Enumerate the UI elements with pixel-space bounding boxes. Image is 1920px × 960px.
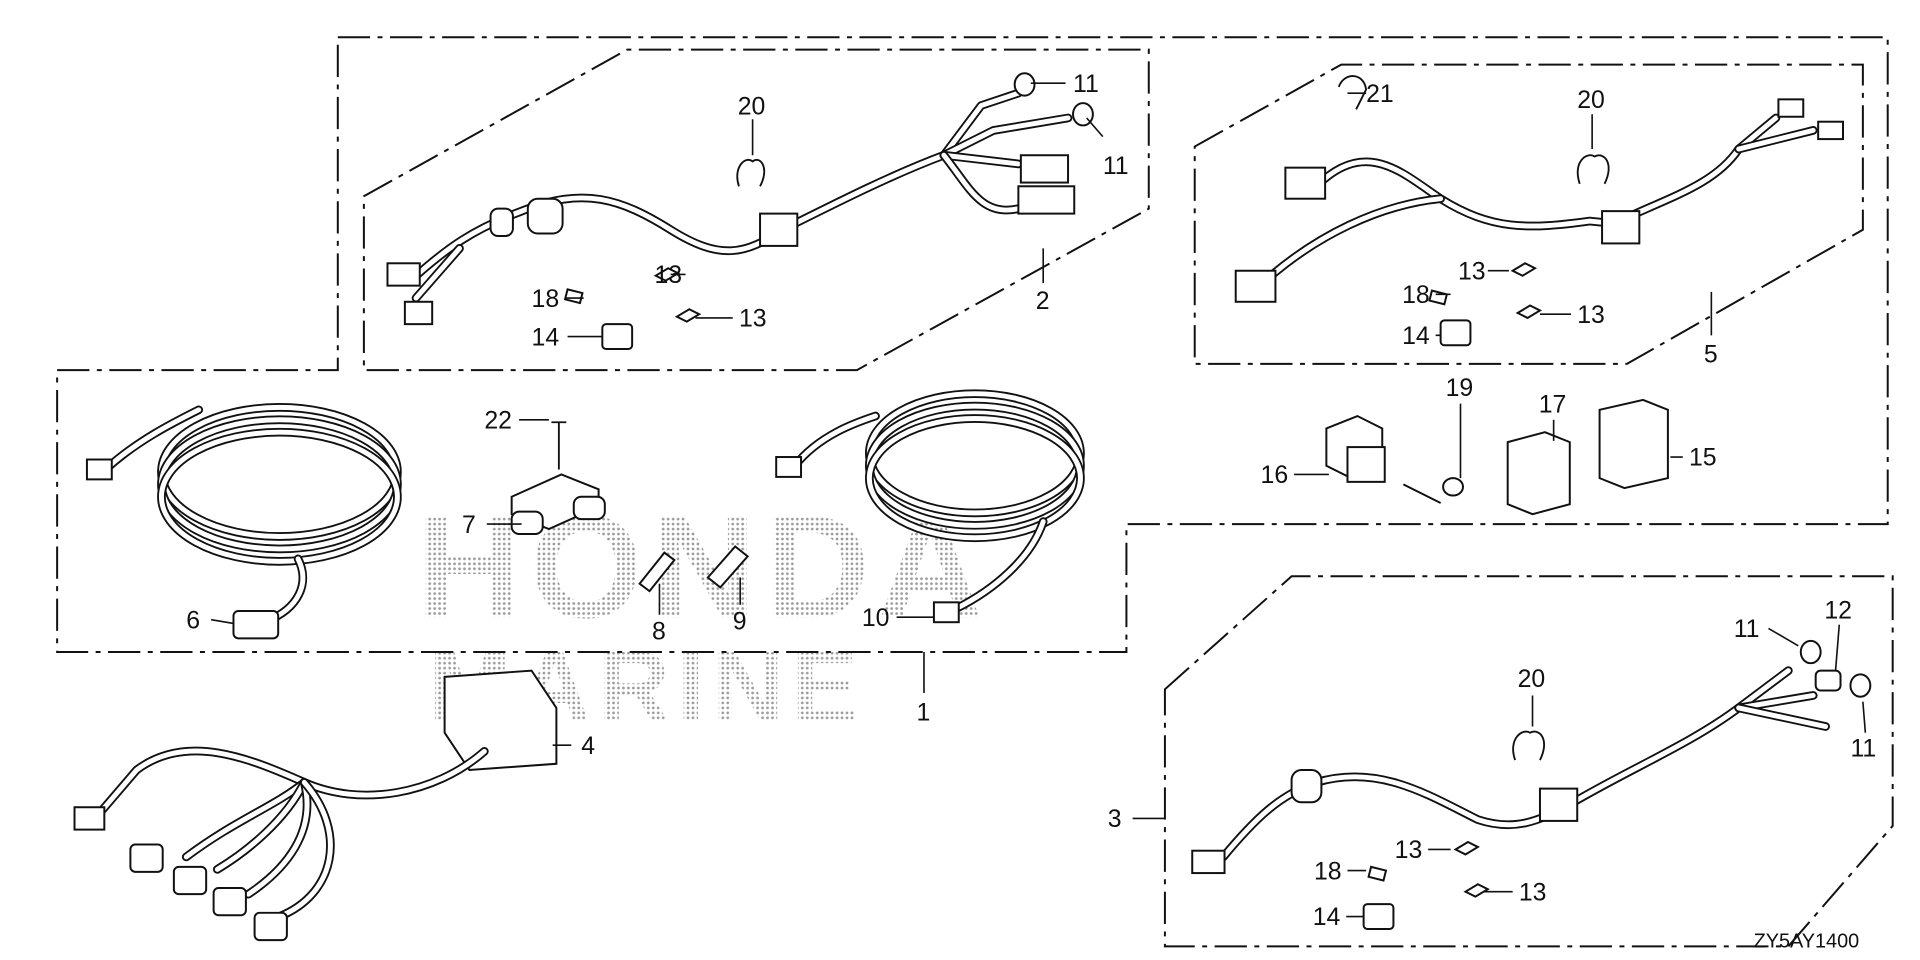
group-outline-1 <box>56 36 1889 653</box>
cable-inner <box>214 779 307 872</box>
callout-9: 9 <box>733 609 747 636</box>
callout-13: 13 <box>1577 302 1605 329</box>
callout-20: 20 <box>1518 666 1546 693</box>
cable-inner <box>158 429 400 564</box>
callout-5: 5 <box>1704 342 1718 369</box>
callout-11: 11 <box>1734 616 1760 643</box>
cable-inner <box>1264 196 1444 282</box>
callout-14: 14 <box>1313 904 1341 931</box>
cable-inner <box>183 779 307 860</box>
t-connector-parts <box>510 421 750 593</box>
callout-3: 3 <box>1108 806 1122 833</box>
callout-13: 13 <box>1458 258 1486 285</box>
callout-22: 22 <box>484 407 512 434</box>
extension-cable-1 <box>85 389 1085 640</box>
callout-13: 13 <box>654 262 682 289</box>
cable-inner <box>1736 127 1816 152</box>
cable-inner <box>941 152 1021 213</box>
callout-4: 4 <box>581 733 595 760</box>
callout-21: 21 <box>1366 81 1394 108</box>
callout-8: 8 <box>652 619 666 646</box>
callout-1: 1 <box>917 699 931 726</box>
harness-5 <box>1234 75 1844 347</box>
cable-inner <box>413 245 462 301</box>
cable-inner <box>158 417 400 552</box>
cable-inner <box>953 519 1046 612</box>
callout-13: 13 <box>1395 837 1423 864</box>
callout-10: 10 <box>862 605 890 632</box>
callout-15: 15 <box>1689 445 1717 472</box>
cable-inner <box>1220 705 1742 860</box>
cable-inner <box>276 779 333 920</box>
callout-18: 18 <box>532 286 560 313</box>
misc-parts <box>1325 398 1669 516</box>
cable-inner <box>866 416 1083 541</box>
callout-6: 6 <box>186 607 200 634</box>
callout-2: 2 <box>1036 288 1050 315</box>
cable-inner <box>1736 705 1829 730</box>
cable-inner <box>792 413 879 469</box>
group-outline-5 <box>1193 63 1864 365</box>
cable-inner <box>1736 692 1816 711</box>
callout-11: 11 <box>1073 71 1099 98</box>
callout-11: 11 <box>1103 153 1129 180</box>
callout-11: 11 <box>1850 735 1876 762</box>
callout-20: 20 <box>738 93 766 120</box>
callout-20: 20 <box>1577 87 1605 114</box>
callout-14: 14 <box>532 324 560 351</box>
diagram-code: ZY5AY1400 <box>1754 931 1860 953</box>
harness-3 <box>1191 639 1872 930</box>
harness-2 <box>386 72 1094 350</box>
leader-lines <box>210 82 1867 918</box>
callout-12: 12 <box>1824 597 1852 624</box>
callout-19: 19 <box>1446 375 1474 402</box>
callout-16: 16 <box>1261 462 1289 489</box>
callout-18: 18 <box>1314 858 1342 885</box>
cable-inner <box>245 779 310 897</box>
cable-inner <box>103 407 202 472</box>
cable-inner <box>158 404 400 539</box>
callouts: 20 11 11 13 18 13 14 2 21 20 13 18 13 14… <box>186 71 1876 931</box>
callout-17: 17 <box>1539 391 1567 418</box>
cable-inner <box>941 90 1021 158</box>
callout-18: 18 <box>1402 282 1430 309</box>
callout-14: 14 <box>1402 323 1430 350</box>
harness-4 <box>73 669 558 942</box>
group-outline-3 <box>1163 575 1894 948</box>
cable-inner <box>1736 668 1791 711</box>
callout-7: 7 <box>462 512 476 539</box>
callout-13: 13 <box>1519 879 1547 906</box>
cable-inner <box>941 115 1071 158</box>
cable-inner <box>413 152 947 279</box>
callout-13: 13 <box>739 306 767 333</box>
group-outline-2 <box>362 48 1150 372</box>
cable-inner <box>941 152 1021 167</box>
